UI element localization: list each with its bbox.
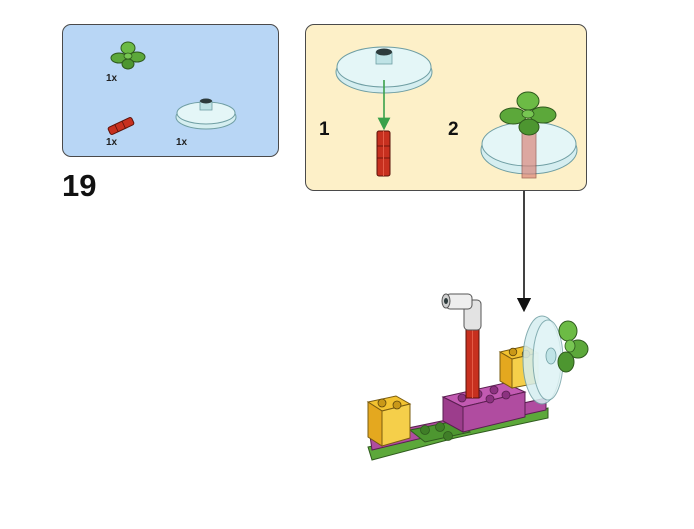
step-number: 19 [62, 168, 97, 203]
substep2-assembly [480, 91, 578, 179]
part-pin-connector [107, 117, 135, 135]
parts-list-panel: 1x 1x 1x [62, 24, 279, 157]
qty-pin: 1x [106, 137, 118, 148]
substep-number-2: 2 [448, 119, 459, 140]
substep1-pin [376, 130, 391, 177]
substep-number-1: 1 [319, 119, 330, 140]
qty-flower: 1x [106, 73, 118, 84]
main-model [366, 293, 589, 461]
qty-dish: 1x [176, 137, 188, 148]
part-transparent-dish [175, 98, 237, 130]
part-flower-plate [110, 41, 146, 70]
